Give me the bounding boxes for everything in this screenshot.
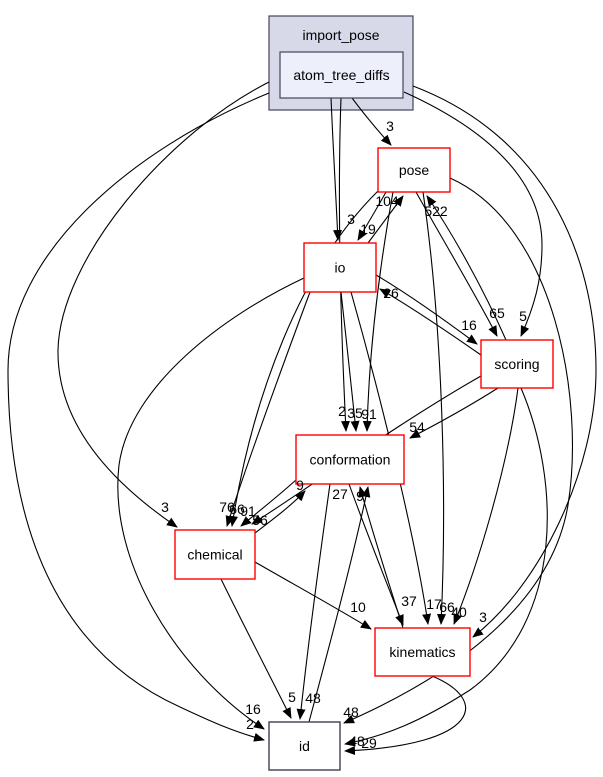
node-kinematics[interactable]: kinematics [374,627,471,677]
focal-node-label: atom_tree_diffs [293,67,389,83]
edge-scoring-to-io [379,288,482,356]
edge-atom_tree_diffs-to-pose [351,97,392,146]
edge-scoring-to-pose [426,195,507,341]
node-label-io: io [335,260,346,276]
node-label-id: id [299,738,310,754]
edge-pose-to-chemical [229,190,379,527]
edge-io-to-pose [367,195,404,244]
edge-label-atom_tree_diffs-to-pose: 3 [386,118,394,134]
edge-label-pose-to-chemical: 66 [229,501,245,517]
edge-label-io-to-pose: 104 [375,193,399,209]
edge-conformation-to-chemical [240,479,297,527]
edge-label-pose-to-conformation: 91 [361,406,377,422]
edge-label-atom_tree_diffs-to-conformation: 2 [338,403,346,419]
edge-label-chemical-to-id: 5 [288,689,296,705]
edge-label-scoring-to-pose: 522 [424,203,448,219]
edge-label-io-to-kinematics: 17 [426,596,442,612]
cluster-label: import_pose [302,27,379,43]
edge-label-chemical-to-conformation: 9 [296,477,304,493]
node-id[interactable]: id [268,721,341,771]
edge-label-atom_tree_diffs-to-chemical: 3 [161,499,169,515]
node-box-pose[interactable] [377,147,451,193]
edge-label-conformation-to-kinematics: 37 [401,593,417,609]
edge-label-pose-to-kinematics: 66 [439,599,455,615]
focal-node-box[interactable] [279,51,404,99]
edge-label-pose-to-io: 19 [360,221,376,237]
edge-kinematics-to-id [344,675,467,756]
edge-scoring-to-kinematics [453,387,519,625]
edge-id-to-conformation [308,486,371,723]
node-label-chemical: chemical [187,547,242,563]
edge-label-chemical-to-kinematics: 10 [350,599,366,615]
edge-label-scoring-to-id: 48 [349,733,365,749]
node-conformation[interactable]: conformation [295,434,405,485]
edge-label-conformation-to-chemical: 91 [240,503,256,519]
edge-label-kinematics-to-conformation: 27 [332,486,348,502]
node-box-chemical[interactable] [174,529,256,580]
edge-io-to-id [117,277,305,730]
edge-label-scoring-to-conformation: 54 [409,419,425,435]
edge-label-conformation-to-id: 48 [305,690,321,706]
edge-label-scoring-to-kinematics: 40 [451,604,467,620]
edge-scoring-to-conformation [409,387,499,439]
edge-label-scoring-to-io: 26 [383,285,399,301]
node-box-scoring[interactable] [480,339,554,389]
edge-pose-to-kinematics [422,191,446,625]
edge-layer [7,81,597,756]
edge-pose-to-conformation [362,191,394,432]
node-label-conformation: conformation [310,452,391,468]
edge-label-id-to-conformation: 9 [356,488,364,504]
node-chemical[interactable]: chemical [174,529,256,580]
edge-kinematics-to-conformation [358,486,404,629]
edge-pose-to-io [357,191,387,241]
node-box-id[interactable] [268,721,341,771]
edge-atom_tree_diffs-to-chemical [57,81,270,528]
edge-label-pose-to-id: 48 [343,704,359,720]
edge-atom_tree_diffs-to-io [330,97,343,241]
node-label-pose: pose [399,162,430,178]
edge-io-to-chemical [225,291,311,527]
edge-label-scoring-to-chemical: 56 [252,512,268,528]
edge-atom_tree_diffs-to-kinematics [412,85,597,638]
edge-chemical-to-id [220,578,292,719]
edge-io-to-scoring [375,274,478,345]
edge-scoring-to-id [344,387,548,747]
edge-conformation-to-kinematics [348,483,404,626]
edge-label-atom_tree_diffs-to-io: 3 [347,211,355,227]
edge-atom_tree_diffs-to-scoring [403,91,543,337]
edge-chemical-to-conformation [254,490,306,534]
edge-label-io-to-chemical: 76 [219,499,235,515]
node-box-kinematics[interactable] [374,627,471,677]
node-box-io[interactable] [303,242,377,293]
node-label-scoring: scoring [494,356,539,372]
edge-label-atom_tree_diffs-to-id: 2 [246,716,254,732]
node-label-kinematics: kinematics [389,644,455,660]
edge-atom_tree_diffs-to-id [7,92,270,742]
edge-label-pose-to-scoring: 65 [489,305,505,321]
edge-label-atom_tree_diffs-to-scoring: 5 [519,308,527,324]
edge-label-kinematics-to-id: 29 [361,735,377,751]
edge-chemical-to-kinematics [254,561,372,630]
edge-label-atom_tree_diffs-to-kinematics: 3 [479,609,487,625]
node-pose[interactable]: pose [377,147,451,193]
node-io[interactable]: io [303,242,377,293]
edge-label-io-to-conformation: 35 [347,405,363,421]
edge-io-to-conformation [340,291,360,432]
edge-label-io-to-scoring: 16 [461,317,477,333]
edge-label-io-to-id: 16 [245,701,261,717]
edge-conformation-to-id [296,483,331,720]
node-box-conformation[interactable] [295,434,405,485]
node-scoring[interactable]: scoring [480,339,554,389]
node-atom_tree_diffs[interactable]: atom_tree_diffs [279,51,404,99]
